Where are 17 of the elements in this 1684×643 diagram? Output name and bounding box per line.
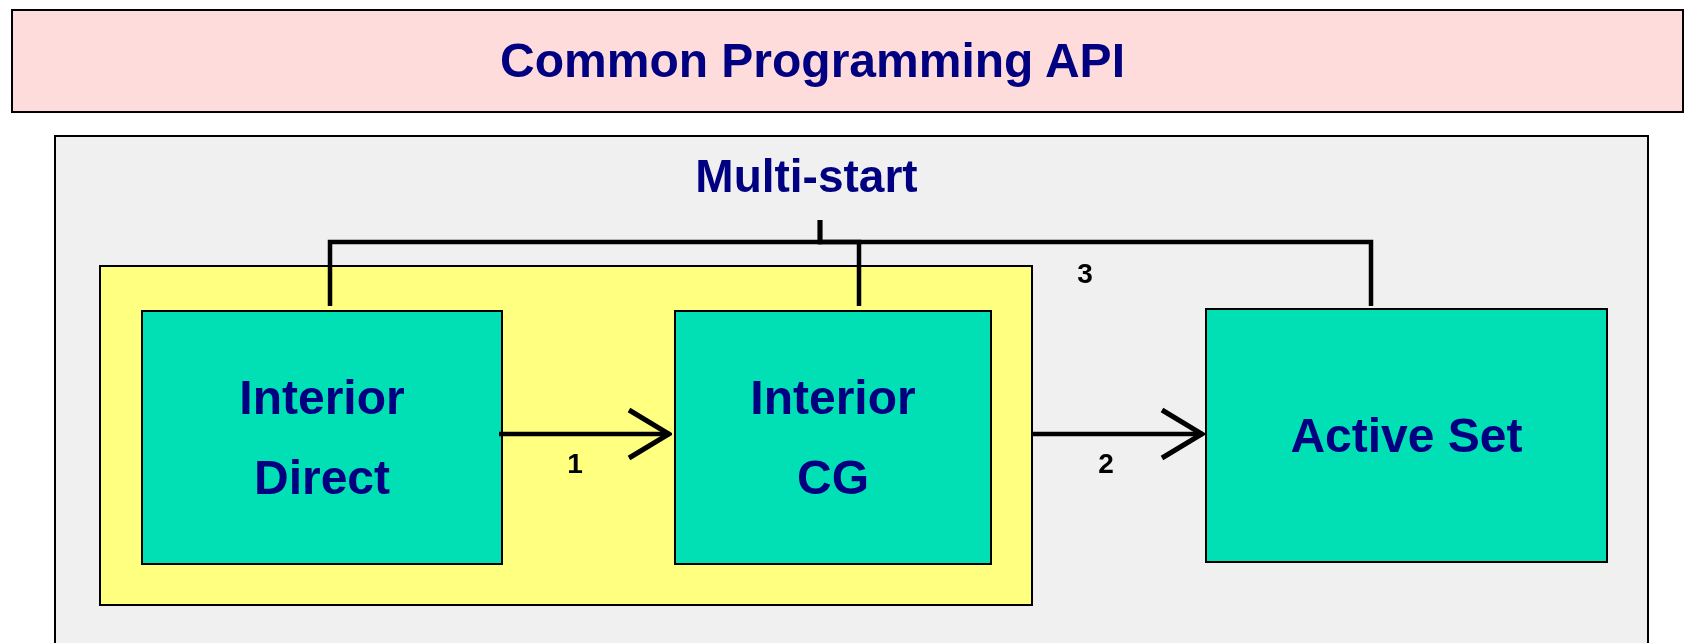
group-panel <box>54 135 1649 643</box>
edge-label: 3 <box>1077 259 1093 289</box>
process-box <box>1205 308 1608 563</box>
arrow <box>499 407 672 461</box>
node-label: Interior Direct <box>238 369 406 506</box>
group-label: Multi-start <box>695 149 918 203</box>
group-box <box>99 265 1033 606</box>
node-label: Interior CG <box>749 369 917 506</box>
arrow <box>1031 407 1205 461</box>
edge-label: 2 <box>1098 449 1114 479</box>
title: Common Programming API <box>500 33 1125 89</box>
node-label: Active Set <box>1290 407 1523 464</box>
process-box <box>674 310 992 565</box>
edge-label: 1 <box>567 449 583 479</box>
process-box <box>141 310 503 565</box>
title-banner <box>11 9 1684 113</box>
connector-line <box>817 220 1374 306</box>
